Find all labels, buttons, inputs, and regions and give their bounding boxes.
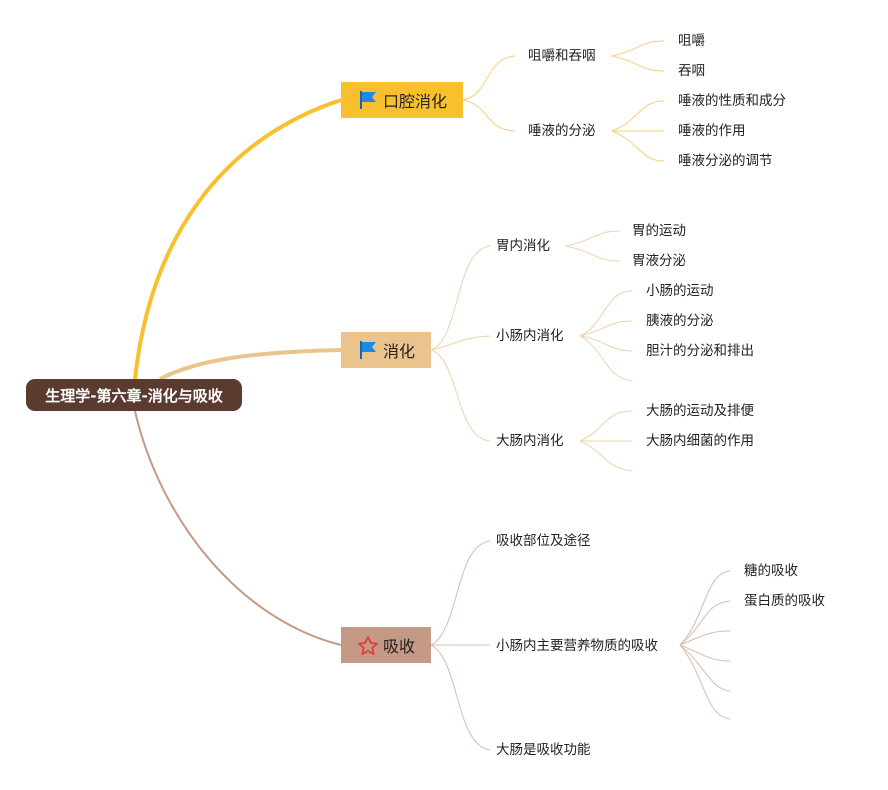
topic-large-intestine-digestion[interactable]: 大肠内消化 [496, 433, 564, 449]
branch-absorption[interactable]: 吸收 [341, 627, 431, 663]
subtopic[interactable]: 小肠的运动 [646, 283, 714, 299]
subtopic[interactable]: 唾液的作用 [678, 123, 746, 139]
root-node[interactable]: 生理学-第六章-消化与吸收 [26, 379, 242, 411]
link-root-digestion [159, 348, 342, 381]
topic-stomach-digestion[interactable]: 胃内消化 [496, 238, 550, 254]
branch-label: 吸收 [382, 637, 415, 656]
branch-oral-digestion[interactable]: 口腔消化 [341, 82, 463, 118]
branch-label: 口腔消化 [382, 92, 447, 111]
subtopic[interactable]: 胃的运动 [632, 223, 686, 239]
subtopic[interactable]: 胰液的分泌 [646, 313, 714, 329]
topic-large-intestine-absorption[interactable]: 大肠是吸收功能 [496, 742, 591, 758]
subtopic[interactable]: 胃液分泌 [632, 253, 686, 269]
link-root-absorption [134, 410, 342, 646]
subtopic[interactable]: 吞咽 [678, 63, 705, 79]
blue-flag-icon [357, 339, 379, 361]
subtopic[interactable]: 唾液的性质和成分 [678, 93, 786, 109]
subtopic[interactable]: 唾液分泌的调节 [678, 153, 773, 169]
branch-digestion[interactable]: 消化 [341, 332, 431, 368]
red-star-icon [357, 634, 379, 656]
topic-absorption-site[interactable]: 吸收部位及途径 [496, 533, 591, 549]
blue-flag-icon [357, 89, 379, 111]
root-label: 生理学-第六章-消化与吸收 [45, 386, 223, 405]
subtopic[interactable]: 糖的吸收 [744, 563, 798, 579]
branch-label: 消化 [382, 342, 415, 361]
topic-small-intestine-absorption[interactable]: 小肠内主要营养物质的吸收 [496, 638, 658, 654]
topic-chewing-swallowing[interactable]: 咀嚼和吞咽 [528, 48, 596, 64]
subtopic[interactable]: 咀嚼 [678, 33, 705, 49]
subtopic[interactable]: 蛋白质的吸收 [744, 593, 825, 609]
link-root-oral [133, 98, 342, 380]
subtopic[interactable]: 大肠内细菌的作用 [646, 433, 754, 449]
subtopic[interactable]: 大肠的运动及排便 [646, 403, 754, 419]
topic-small-intestine-digestion[interactable]: 小肠内消化 [496, 328, 564, 344]
subtopic[interactable]: 胆汁的分泌和排出 [646, 343, 754, 359]
topic-saliva-secretion[interactable]: 唾液的分泌 [528, 123, 596, 139]
